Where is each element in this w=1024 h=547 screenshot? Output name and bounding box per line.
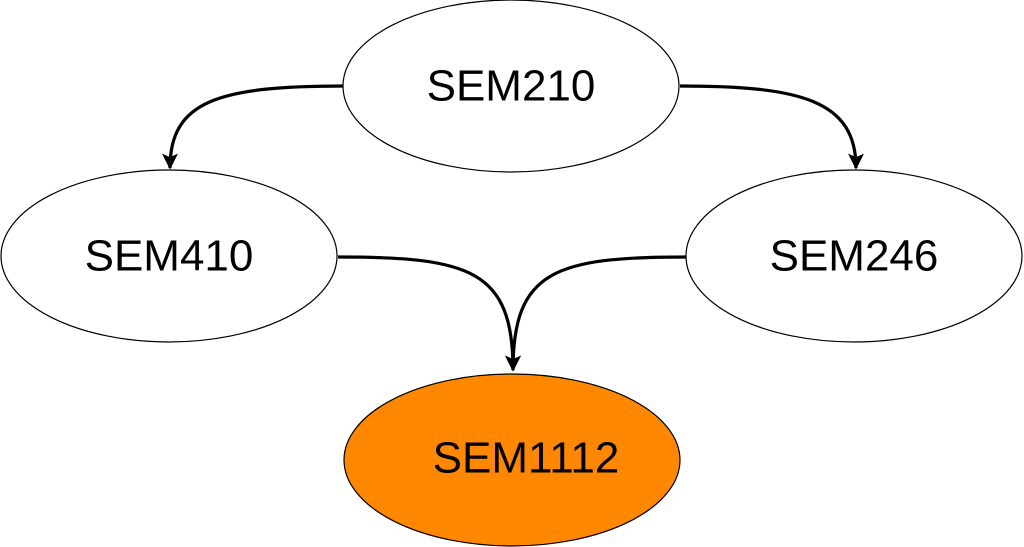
edge-sem210-to-sem246: [679, 84, 864, 170]
node-sem246-label: SEM246: [770, 232, 939, 281]
node-sem410-shape: [0, 169, 338, 343]
node-sem246: SEM246: [685, 169, 1023, 343]
node-sem210-label: SEM210: [427, 62, 596, 111]
node-sem246-shape: [685, 169, 1023, 343]
node-sem1112-shape: [343, 373, 681, 547]
node-sem1112-label: SEM1112: [433, 434, 620, 483]
node-sem210: SEM210: [342, 0, 680, 173]
edge-sem246-to-sem1112: [505, 255, 688, 372]
node-sem210-shape: [342, 0, 680, 173]
node-sem1112: SEM1112: [343, 373, 681, 547]
node-sem410-label: SEM410: [85, 232, 254, 281]
node-sem410: SEM410: [0, 169, 338, 343]
edge-sem210-to-sem410: [162, 84, 346, 170]
edge-sem410-to-sem1112: [337, 255, 521, 372]
